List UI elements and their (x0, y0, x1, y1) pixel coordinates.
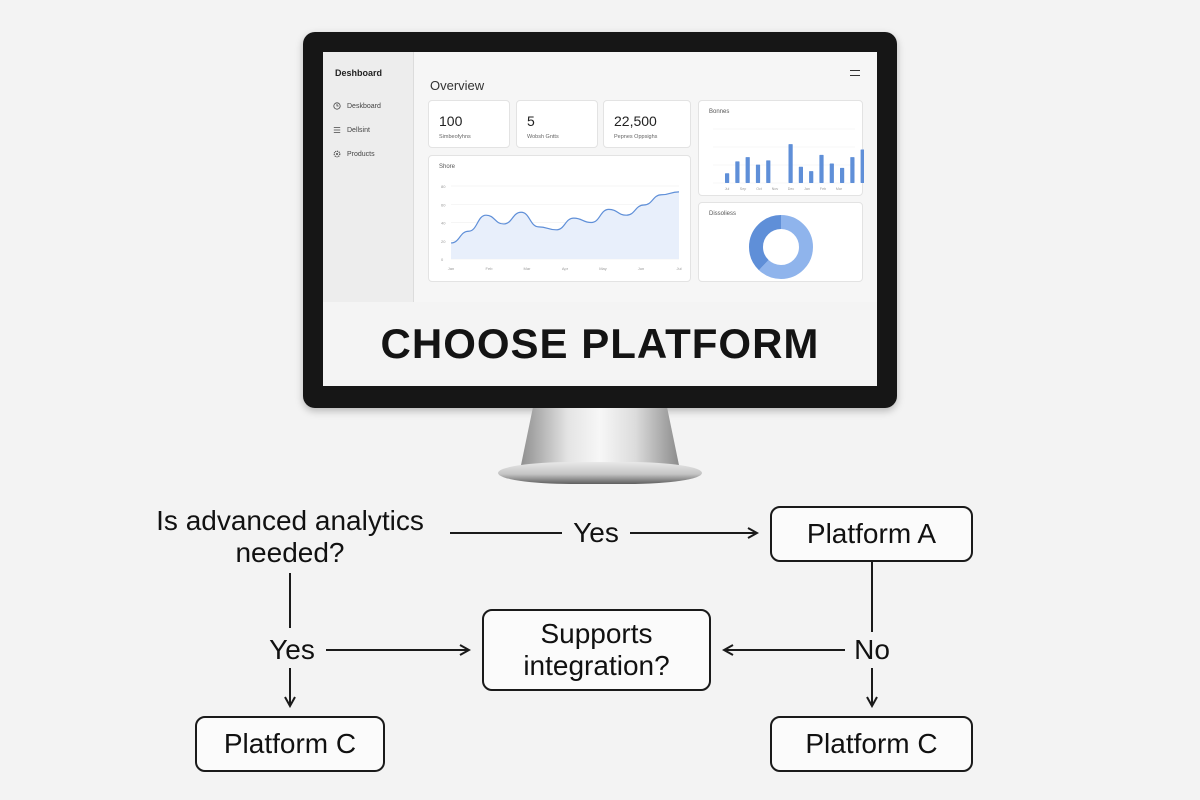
label-yes-right: Yes (573, 517, 619, 548)
x-tick-label: May (599, 266, 607, 271)
x-tick-label: Jan (804, 187, 810, 191)
sidebar-item-dellsint[interactable]: Dellsint (333, 126, 370, 134)
question-line: Is advanced analytics (156, 505, 424, 536)
stat-card: 5 Wobsh Gntts (516, 100, 598, 148)
bar-chart-card: Bonnes Jul Sep Oct Nov Dec Jan Feb Mar (698, 100, 864, 196)
monitor-stand (520, 408, 680, 470)
y-tick-label: 80 (441, 184, 446, 189)
bar-chart-title: Bonnes (709, 109, 730, 115)
bar (829, 163, 834, 183)
stat-value: 100 (439, 113, 463, 129)
x-tick-label: Jul (676, 266, 681, 271)
sidebar-item-dashboard[interactable]: Deskboard (333, 102, 381, 110)
label-no: No (854, 634, 890, 665)
x-tick-label: Oct (756, 187, 762, 191)
bar (766, 160, 771, 183)
gear-icon (333, 150, 341, 158)
x-tick-label: Mar (836, 187, 843, 191)
x-tick-label: Mar (524, 266, 532, 271)
stat-label: Pepnes Oppsighs (614, 134, 658, 140)
bar (725, 173, 730, 183)
x-tick-label: Jun (638, 266, 644, 271)
x-tick-label: Sep (740, 187, 746, 191)
question-line: needed? (235, 537, 345, 568)
y-tick-label: 60 (441, 202, 446, 207)
line-area (451, 191, 679, 259)
x-tick-label: Jan (448, 266, 454, 271)
y-tick-label: 20 (441, 239, 446, 244)
donut-chart-title: Dissoliess (709, 211, 737, 217)
node-line: Supports (540, 618, 653, 649)
stat-label: Wobsh Gntts (527, 134, 559, 140)
bar (745, 157, 750, 183)
label-yes-down: Yes (269, 634, 315, 665)
bar (735, 161, 740, 183)
bar (788, 144, 793, 183)
bar (809, 171, 814, 183)
monitor-stand-base (498, 462, 702, 484)
donut-chart (749, 215, 813, 279)
x-tick-label: Apr (562, 266, 569, 271)
sidebar-item-label: Deskboard (347, 102, 381, 110)
bar-chart: Jul Sep Oct Nov Dec Jan Feb Mar (713, 128, 864, 191)
stat-card: 22,500 Pepnes Oppsighs (603, 100, 691, 148)
node-platform-c-left: Platform C (195, 716, 385, 772)
bar (860, 149, 864, 183)
page-title: Overview (430, 78, 485, 93)
monitor-screen: Deshboard Deskboard Dellsint Products Ov… (323, 52, 877, 386)
x-tick-label: Jul (725, 187, 730, 191)
stat-card: 100 Simbeofyhns (428, 100, 510, 148)
x-tick-label: Feb (486, 266, 494, 271)
bar (850, 157, 855, 183)
line-chart-title: Shore (439, 164, 456, 170)
node-line: integration? (523, 650, 670, 681)
stat-value: 22,500 (614, 113, 657, 129)
question-advanced-analytics: Is advanced analytics needed? (135, 505, 445, 569)
stat-label: Simbeofyhns (439, 134, 471, 140)
choose-platform-banner: CHOOSE PLATFORM (323, 302, 877, 386)
x-tick-label: Nov (772, 187, 779, 191)
y-tick-label: 40 (441, 221, 446, 226)
donut-chart-card: Dissoliess (698, 202, 863, 282)
bar (798, 166, 803, 183)
sidebar: Deshboard Deskboard Dellsint Products (323, 52, 414, 302)
sidebar-item-products[interactable]: Products (333, 150, 375, 158)
donut-slice (749, 215, 813, 279)
sidebar-item-label: Dellsint (347, 126, 370, 134)
line-series (450, 191, 680, 244)
bar (819, 154, 824, 183)
x-tick-label: Feb (820, 187, 826, 191)
clock-icon (333, 102, 341, 110)
bar (840, 167, 845, 183)
menu-icon[interactable] (850, 70, 860, 76)
bar (755, 164, 761, 183)
stat-value: 5 (527, 113, 535, 129)
list-icon (333, 127, 341, 133)
y-tick-label: 0 (441, 257, 444, 262)
sidebar-item-label: Products (347, 150, 375, 158)
sidebar-title: Deshboard (335, 68, 383, 78)
node-platform-c-right: Platform C (770, 716, 973, 772)
x-tick-label: Dec (788, 187, 795, 191)
node-platform-a: Platform A (770, 506, 973, 562)
node-supports-integration: Supports integration? (482, 609, 711, 691)
